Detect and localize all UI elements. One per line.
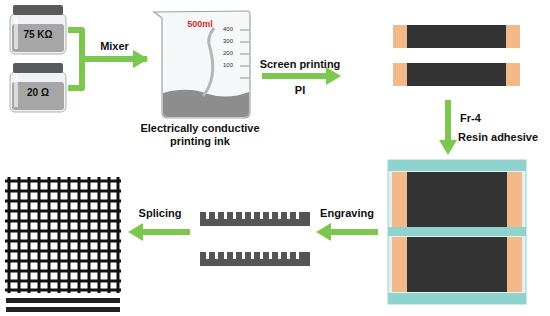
step-label: Screen printing xyxy=(260,58,341,71)
process-arrow xyxy=(316,223,378,241)
process-arrow xyxy=(439,100,457,155)
material-label: Fr-4 xyxy=(460,112,481,125)
resistor-paste-jar: 20 Ω xyxy=(8,63,68,113)
step-label: Mixer xyxy=(100,40,129,53)
resistor-paste-jar: 75 KΩ xyxy=(8,5,68,55)
node-label: 75 KΩ xyxy=(8,29,68,41)
scale-number: 100 xyxy=(223,62,233,69)
material-label: Resin adhesive xyxy=(458,131,538,144)
scale-number: 400 xyxy=(223,26,233,33)
material-label: PI xyxy=(295,84,305,97)
process-arrow xyxy=(128,223,190,241)
process-arrow xyxy=(68,59,147,88)
node-label: 500ml xyxy=(148,19,252,30)
scale-number: 200 xyxy=(223,50,233,57)
ink-beaker: 500mlElectrically conductive printing in… xyxy=(148,8,252,118)
step-label: Splicing xyxy=(139,207,182,220)
node-label: 20 Ω xyxy=(8,87,68,99)
process-arrow xyxy=(68,30,147,59)
pi-strip xyxy=(393,25,520,86)
engraved-strip xyxy=(6,298,120,312)
step-label: Engraving xyxy=(320,207,374,220)
engraved-strip xyxy=(200,212,310,266)
node-caption: Electrically conductive printing ink xyxy=(128,122,272,148)
spliced-grid xyxy=(5,177,121,293)
scale-number: 300 xyxy=(223,38,233,45)
fr4-board xyxy=(388,160,526,304)
